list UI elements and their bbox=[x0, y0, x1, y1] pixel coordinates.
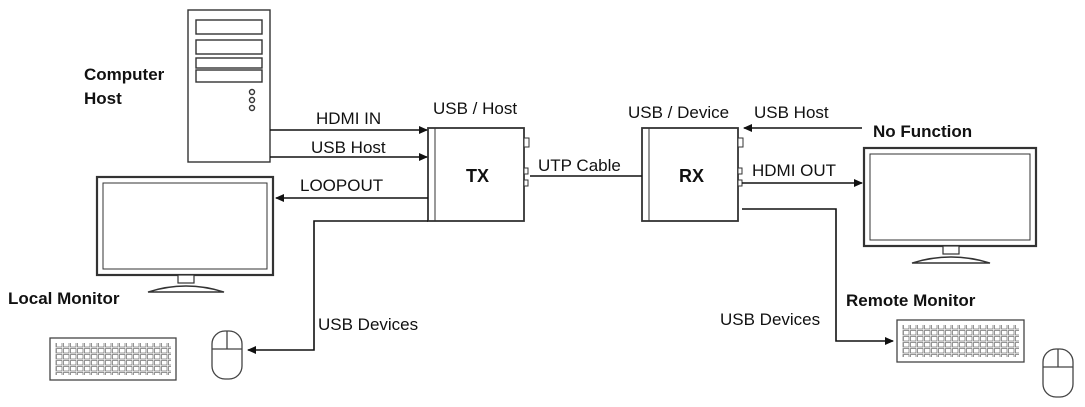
usb-devices-right-line bbox=[742, 208, 894, 345]
usb-host-tx-label: USB / Host bbox=[433, 99, 517, 118]
remote-mouse-icon bbox=[1042, 348, 1074, 398]
tx-label: TX bbox=[466, 166, 489, 186]
computer-host-label-line1: Computer bbox=[84, 65, 165, 84]
utp-cable-label: UTP Cable bbox=[538, 156, 621, 175]
local-mouse-icon bbox=[211, 330, 243, 380]
usb-devices-right-label: USB Devices bbox=[720, 310, 820, 329]
hdmi-out-label: HDMI OUT bbox=[752, 161, 836, 180]
usb-host-right-label: USB Host bbox=[754, 103, 829, 122]
usb-devices-left-label: USB Devices bbox=[318, 315, 418, 334]
tx-box bbox=[427, 127, 530, 222]
rx-box bbox=[641, 127, 744, 222]
hdmi-in-label: HDMI IN bbox=[316, 109, 381, 128]
remote-monitor-label: Remote Monitor bbox=[846, 291, 976, 310]
local-monitor-icon bbox=[95, 175, 275, 293]
usb-device-rx-label: USB / Device bbox=[628, 103, 729, 122]
local-monitor-label: Local Monitor bbox=[8, 289, 120, 308]
no-function-label: No Function bbox=[873, 122, 972, 141]
rx-label: RX bbox=[679, 166, 704, 186]
local-keyboard-icon bbox=[49, 337, 177, 381]
computer-host-icon bbox=[187, 9, 271, 163]
computer-host-label-line2: Host bbox=[84, 89, 122, 108]
remote-monitor-icon bbox=[862, 146, 1038, 264]
usb-host-left-label: USB Host bbox=[311, 138, 386, 157]
loopout-label: LOOPOUT bbox=[300, 176, 383, 195]
remote-keyboard-icon bbox=[896, 319, 1025, 363]
usb-devices-left-line bbox=[247, 220, 428, 354]
